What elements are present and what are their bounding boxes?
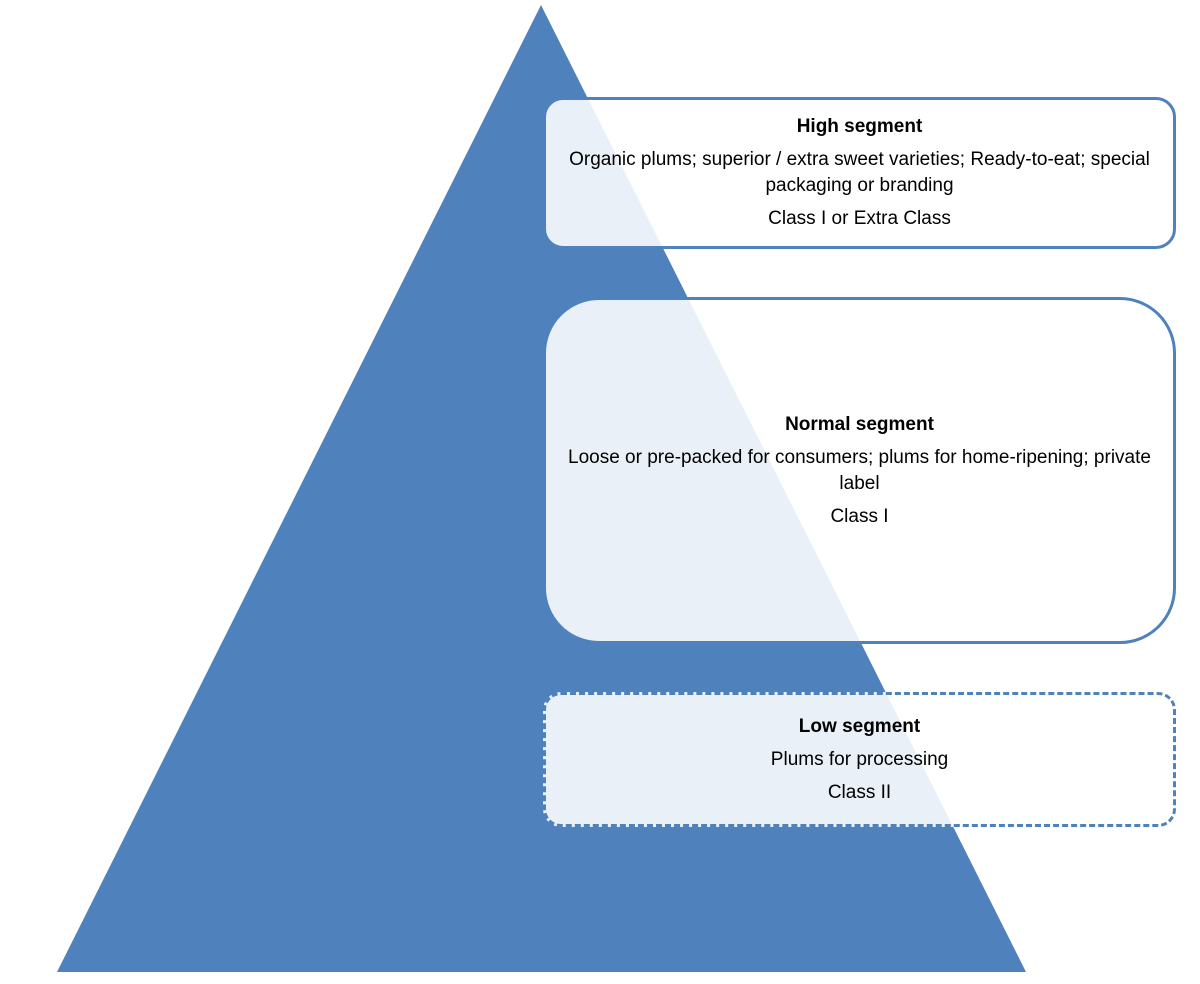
low-segment-description: Plums for processing: [770, 748, 949, 770]
high-segment-title: High segment: [796, 116, 923, 137]
normal-segment-class: Class I: [830, 505, 889, 527]
normal-segment-box: Normal segment Loose or pre-packed for c…: [543, 297, 1176, 644]
low-segment-class: Class II: [827, 781, 892, 803]
normal-segment-description: Loose or pre-packed for consumers; plums…: [568, 446, 1151, 494]
high-segment-class: Class I or Extra Class: [768, 208, 951, 229]
high-segment-description: Organic plums; superior / extra sweet va…: [569, 149, 1150, 196]
low-segment-title: Low segment: [798, 715, 921, 737]
low-segment-box: Low segment Plums for processing Class I…: [543, 692, 1176, 827]
high-segment-box: High segment Organic plums; superior / e…: [543, 97, 1176, 249]
normal-segment-title: Normal segment: [785, 413, 934, 435]
